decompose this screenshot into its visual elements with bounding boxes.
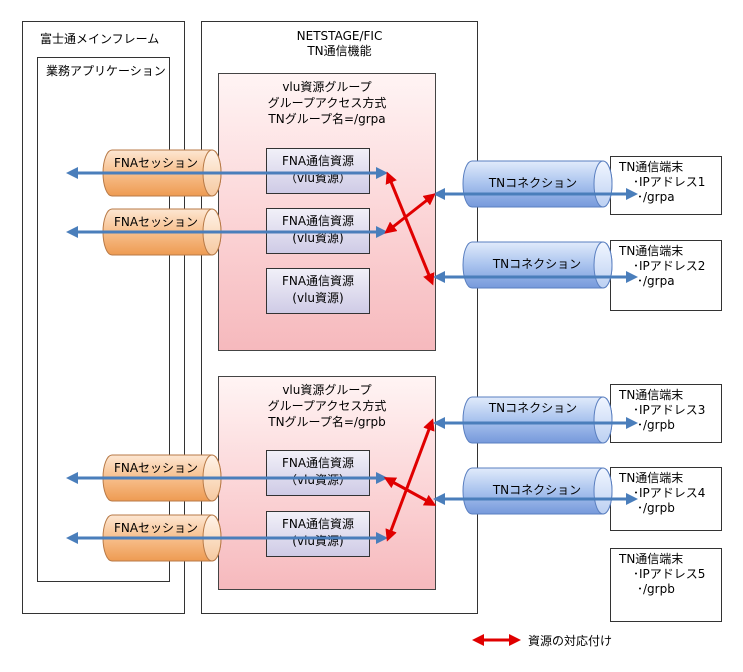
mainframe-title: 富士通メインフレーム xyxy=(40,32,160,46)
terminal-ip: ･IPアドレス2 xyxy=(633,259,706,273)
group-b-name: TNグループ名=/grpb xyxy=(268,415,386,429)
group-b-access-method: グループアクセス方式 xyxy=(267,399,387,413)
fna-resource-label: FNA通信資源 xyxy=(281,154,355,168)
fna-session-4-label: FNAセッション xyxy=(114,521,198,535)
terminal-ip: ･IPアドレス5 xyxy=(633,567,706,581)
fna-resource-label: FNA通信資源 xyxy=(281,274,355,288)
terminal-ip: ･IPアドレス3 xyxy=(633,403,706,417)
mapping-arrow-a1 xyxy=(385,171,435,286)
tn-connection-1-label: TNコネクション xyxy=(488,176,577,190)
group-b-title: vlu資源グループ xyxy=(282,383,372,397)
terminal-group: ･/grpa xyxy=(637,190,675,204)
tn-terminal-3: TN通信端末 ･IPアドレス3 ･/grpb xyxy=(610,384,722,443)
fna-resource-label: FNA通信資源 xyxy=(281,456,355,470)
terminal-group: ･/grpb xyxy=(637,418,675,432)
mapping-arrow-b2 xyxy=(385,418,435,542)
netstage-subtitle: TN通信機能 xyxy=(307,44,372,58)
fna-resource-label: FNA通信資源 xyxy=(281,214,355,228)
terminal-ip: ･IPアドレス1 xyxy=(633,175,706,189)
terminal-group: ･/grpa xyxy=(637,274,675,288)
fna-resource-label: FNA通信資源 xyxy=(281,517,355,531)
terminal-title: TN通信端末 xyxy=(619,388,684,402)
tn-connection-3-label: TNコネクション xyxy=(488,401,577,415)
fna-session-3-label: FNAセッション xyxy=(114,461,198,475)
terminal-title: TN通信端末 xyxy=(619,471,684,485)
terminal-ip: ･IPアドレス4 xyxy=(633,486,706,500)
business-application-title: 業務アプリケーション xyxy=(46,64,166,78)
terminal-group: ･/grpb xyxy=(637,501,675,515)
fna-session-2-label: FNAセッション xyxy=(114,215,198,229)
terminal-title: TN通信端末 xyxy=(619,160,684,174)
tn-terminal-4: TN通信端末 ･IPアドレス4 ･/grpb xyxy=(610,467,722,531)
mapping-arrow-a2 xyxy=(384,193,436,234)
terminal-title: TN通信端末 xyxy=(619,552,684,566)
group-a-access-method: グループアクセス方式 xyxy=(267,96,387,110)
legend-label: 資源の対応付け xyxy=(528,634,612,648)
tn-terminal-1: TN通信端末 ･IPアドレス1 ･/grpa xyxy=(610,156,722,215)
terminal-group: ･/grpb xyxy=(637,582,675,596)
vlu-resource-label: (vlu資源) xyxy=(292,291,344,305)
group-a-title: vlu資源グループ xyxy=(282,80,372,94)
tn-connection-2-label: TNコネクション xyxy=(492,257,581,271)
tn-terminal-5: TN通信端末 ･IPアドレス5 ･/grpb xyxy=(610,548,722,622)
fna-session-1-label: FNAセッション xyxy=(114,156,198,170)
group-a-name: TNグループ名=/grpa xyxy=(268,112,386,126)
tn-connection-4-label: TNコネクション xyxy=(492,483,581,497)
fna-resource-a3: FNA通信資源 (vlu資源) xyxy=(266,268,370,314)
terminal-title: TN通信端末 xyxy=(619,244,684,258)
netstage-title: NETSTAGE/FIC xyxy=(296,29,383,43)
